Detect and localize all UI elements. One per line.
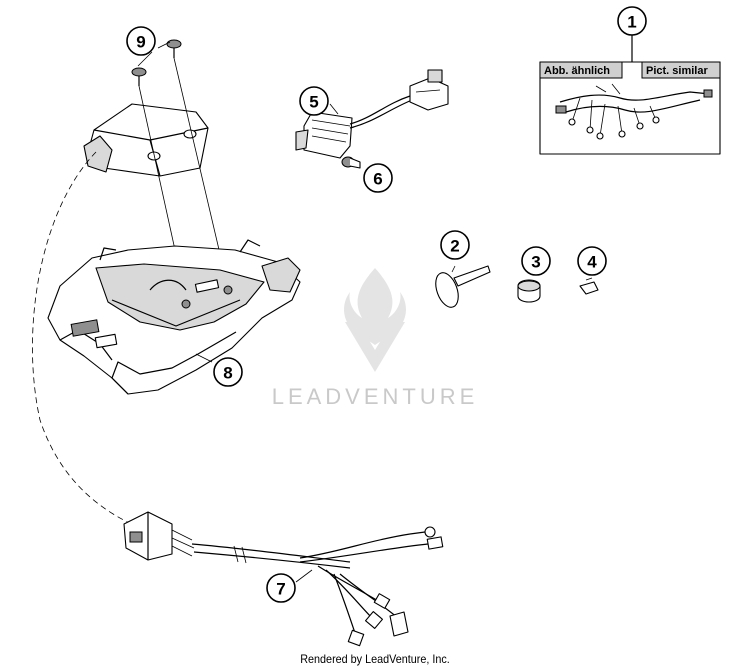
- similar-box-header-en: [641, 61, 721, 79]
- voltage-regulator-part-5: [295, 69, 449, 159]
- svg-text:4: 4: [587, 253, 597, 272]
- bolts-part-9: [131, 39, 182, 86]
- wiring-harness-part-7: [32, 151, 444, 647]
- ecu-control-unit: [83, 57, 229, 301]
- svg-text:1: 1: [627, 13, 636, 32]
- callout-1: 1: [617, 6, 647, 36]
- label-pict-similar: Pict. similar: [646, 65, 708, 77]
- svg-text:7: 7: [276, 580, 285, 599]
- callout-9-leader-a: [137, 51, 153, 67]
- harness-break-mark: [233, 545, 247, 564]
- bolt-right: [166, 39, 182, 58]
- callout-6: 6: [363, 163, 393, 193]
- callout-5-leader: [329, 103, 339, 115]
- regulator-connector: [409, 69, 449, 111]
- bolt-left: [131, 67, 147, 86]
- label-abb-aehnlich: Abb. ähnlich: [544, 65, 610, 77]
- ecu-to-harness-dashed-path: [32, 151, 137, 527]
- svg-text:9: 9: [136, 33, 145, 52]
- main-harness-thumbnail: [555, 83, 713, 140]
- ring-terminal: [409, 526, 436, 538]
- footer-credit: Rendered by LeadVenture, Inc.: [300, 652, 450, 666]
- svg-text:5: 5: [309, 93, 318, 112]
- svg-text:3: 3: [531, 253, 540, 272]
- callout-2: 2: [440, 230, 470, 260]
- cable-tie-part-2: [435, 265, 491, 308]
- watermark-text: LEADVENTURE: [272, 384, 479, 409]
- cable-clip-part-3: [517, 279, 541, 303]
- callout-7: 7: [266, 573, 296, 603]
- callout-8: 8: [213, 357, 243, 387]
- callout-3: 3: [521, 246, 551, 276]
- callout-4: 4: [577, 246, 607, 276]
- clip-part-4: [579, 277, 599, 295]
- mounting-bracket-part-8: [47, 239, 301, 395]
- watermark-logo-icon: [344, 268, 406, 372]
- callout-5: 5: [299, 86, 329, 116]
- bullet-terminal: [426, 536, 444, 550]
- similar-box-header-de: [539, 61, 623, 79]
- callout-7-leader: [295, 569, 313, 583]
- harness-main-connector: [123, 511, 195, 561]
- svg-text:8: 8: [223, 364, 232, 383]
- similar-picture-box: Abb. ähnlich Pict. similar: [539, 35, 721, 155]
- callout-9: 9: [126, 26, 156, 56]
- svg-text:6: 6: [373, 170, 382, 189]
- callout-9-leader-b: [157, 41, 171, 49]
- leadventure-watermark: LEADVENTURE: [272, 268, 479, 409]
- callout-8-leader: [195, 353, 213, 363]
- svg-text:2: 2: [450, 237, 459, 256]
- screw-part-6: [341, 156, 361, 169]
